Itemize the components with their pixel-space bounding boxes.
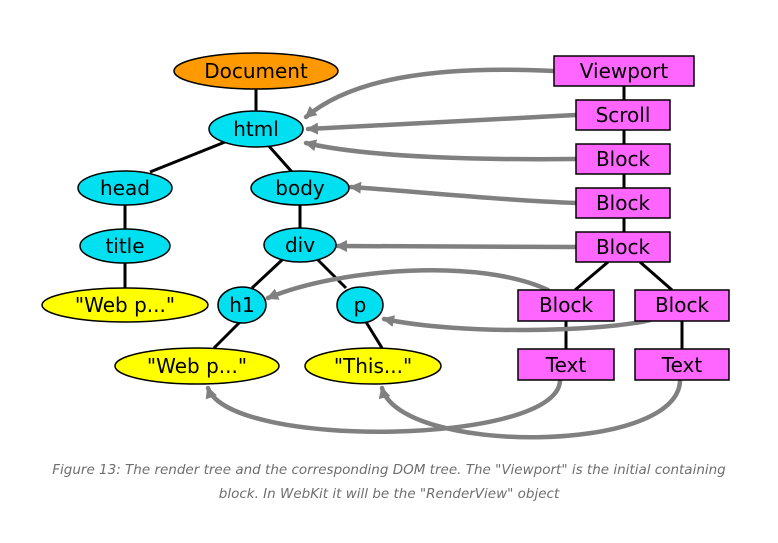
figure-caption: Figure 13: The render tree and the corre…: [20, 458, 758, 506]
dom-node-label: body: [275, 176, 325, 200]
edge-block3-block4: [574, 260, 609, 292]
render-node-shape: [553, 55, 695, 87]
caption-line-1: Figure 13: The render tree and the corre…: [52, 462, 726, 478]
dom-node-label: h1: [229, 293, 254, 317]
render-node-label: Text: [661, 353, 703, 377]
dom-tree: Document html head body title div "Web p…: [41, 52, 442, 385]
render-tree-edges: [564, 86, 684, 349]
caption-line-2: block. In WebKit it will be the "RenderV…: [218, 486, 560, 502]
render-node-text: Text: [517, 348, 615, 381]
render-node-label: Scroll: [596, 103, 651, 127]
dom-node-shape: [41, 287, 209, 323]
dom-node-label: head: [100, 176, 150, 200]
edge-block3-block5: [639, 260, 673, 292]
dom-node-shape: [217, 286, 267, 324]
render-node-label: Block: [596, 191, 651, 215]
dom-node-shape: [173, 52, 339, 90]
render-tree: Viewport Scroll Block Block Block Block …: [517, 55, 730, 381]
render-node-label: Block: [596, 235, 651, 259]
render-node-block: Block: [634, 289, 730, 322]
edge-html-head: [149, 140, 226, 174]
dom-node-shape: [250, 170, 350, 206]
render-node-label: Viewport: [580, 59, 669, 83]
render-node-label: Block: [655, 293, 710, 317]
render-node-block: Block: [575, 231, 671, 263]
dom-node-p-text: "This...": [304, 347, 442, 385]
edge-html-body: [266, 144, 294, 173]
edge-p-text: [364, 321, 384, 349]
render-node-block: Block: [575, 143, 671, 175]
render-node-viewport: Viewport: [553, 55, 695, 87]
dom-node-label: title: [105, 234, 144, 258]
edge-div-h1: [250, 258, 284, 290]
render-node-shape: [575, 231, 671, 263]
dom-node-title: title: [79, 228, 171, 264]
arrow-block2-to-body: [348, 181, 579, 206]
dom-node-label: "Web p...": [75, 293, 175, 317]
dom-tree-edges: [123, 88, 384, 350]
dom-node-label: div: [285, 233, 315, 257]
dom-node-shape: [79, 228, 171, 264]
dom-node-shape: [336, 286, 384, 324]
dom-node-label: "Web p...": [147, 354, 247, 378]
dom-node-document: Document: [173, 52, 339, 90]
render-node-block: Block: [517, 289, 615, 322]
render-tree-diagram: Document html head body title div "Web p…: [41, 52, 730, 440]
arrow-text2-to-p-text: [378, 377, 683, 440]
render-node-shape: [575, 143, 671, 175]
dom-node-h1-text: "Web p...": [114, 347, 280, 385]
render-node-shape: [634, 289, 730, 322]
render-node-label: Block: [539, 293, 594, 317]
arrow-viewport-to-document: [303, 67, 557, 120]
arrow-block1-to-html: [303, 139, 579, 162]
dom-node-p: p: [336, 286, 384, 324]
edge-div-p: [316, 258, 348, 290]
dom-node-head: head: [77, 170, 173, 206]
render-node-shape: [634, 348, 730, 381]
arrow-block4-to-h1: [265, 268, 551, 301]
render-node-shape: [517, 348, 615, 381]
render-node-shape: [575, 187, 671, 219]
dom-node-shape: [304, 347, 442, 385]
edge-h1-text: [212, 320, 242, 350]
dom-node-label: "This...": [334, 354, 412, 378]
render-node-label: Text: [545, 353, 587, 377]
arrow-block5-to-p: [381, 315, 653, 333]
render-node-label: Block: [596, 147, 651, 171]
dom-node-shape: [208, 110, 304, 148]
dom-node-shape: [114, 347, 280, 385]
dom-node-label: p: [354, 293, 367, 317]
render-node-shape: [575, 99, 671, 131]
render-node-block: Block: [575, 187, 671, 219]
dom-node-body: body: [250, 170, 350, 206]
render-node-text: Text: [634, 348, 730, 381]
dom-node-label: html: [233, 117, 279, 141]
dom-node-label: Document: [204, 59, 308, 83]
dom-node-h1: h1: [217, 286, 267, 324]
dom-node-shape: [77, 170, 173, 206]
arrow-scroll-to-html: [305, 112, 579, 135]
render-node-scroll: Scroll: [575, 99, 671, 131]
arrow-block3-to-div: [334, 240, 579, 253]
dom-node-div: div: [263, 227, 337, 263]
arrow-text1-to-h1-text: [205, 377, 563, 434]
dom-node-shape: [263, 227, 337, 263]
render-node-shape: [517, 289, 615, 322]
dom-node-title-text: "Web p...": [41, 287, 209, 323]
mapping-arrows: [205, 67, 683, 440]
dom-node-html: html: [208, 110, 304, 148]
